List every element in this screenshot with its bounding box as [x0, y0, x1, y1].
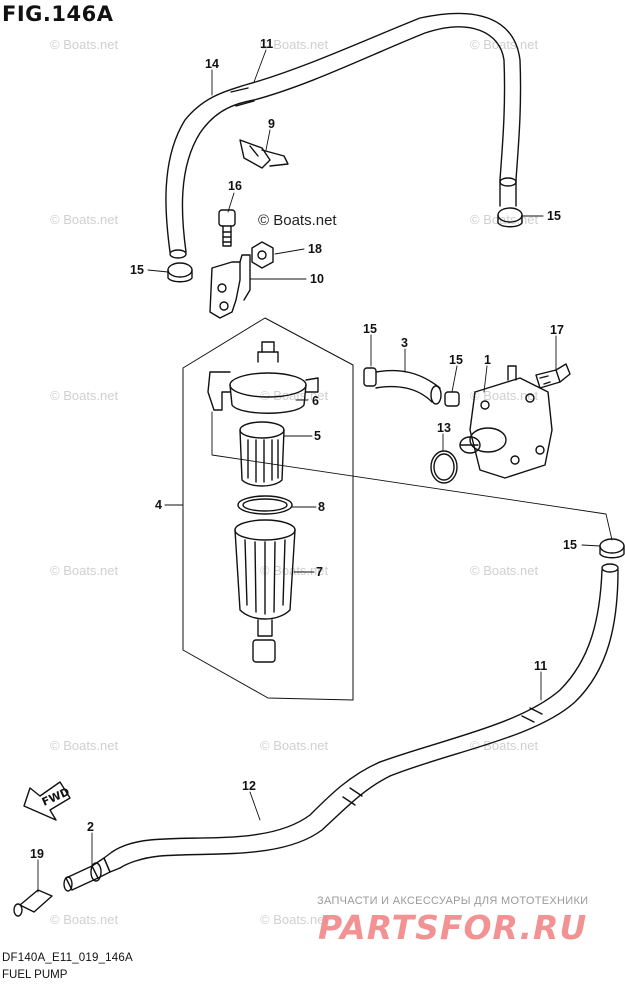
callout-6: 6	[312, 394, 319, 408]
callout-4: 4	[155, 498, 162, 512]
o-ring-13[interactable]	[430, 450, 458, 484]
callout-18: 18	[308, 242, 322, 256]
lower-fuel-hose-11[interactable]	[379, 563, 619, 777]
callout-leaders	[37, 49, 601, 893]
o-ring-8[interactable]	[237, 495, 293, 515]
hose-clip-9[interactable]	[239, 139, 289, 169]
callout-15: 15	[449, 353, 463, 367]
callout-17: 17	[550, 323, 564, 337]
callout-8: 8	[318, 500, 325, 514]
filter-element-5[interactable]	[239, 421, 285, 487]
watermark: © Boats.net	[50, 37, 119, 52]
hose-clamp-15[interactable]	[363, 367, 377, 387]
nut-18[interactable]	[251, 241, 274, 269]
callout-9: 9	[268, 117, 275, 131]
connector-2[interactable]	[63, 857, 111, 892]
watermark: © Boats.net	[260, 912, 329, 927]
connector-19[interactable]	[13, 889, 53, 917]
watermark: © Boats.net	[50, 563, 119, 578]
callout-1: 1	[484, 353, 491, 367]
hose-3[interactable]	[375, 369, 442, 405]
watermark: © Boats.net	[470, 37, 539, 52]
copyright-note: © Boats.net	[258, 212, 337, 229]
filter-head-6[interactable]	[207, 341, 319, 414]
hose-clamp-15[interactable]	[599, 538, 625, 559]
callout-19: 19	[30, 847, 44, 861]
fwd-arrow-icon	[23, 781, 71, 821]
callout-15: 15	[547, 209, 561, 223]
watermark: © Boats.net	[50, 212, 119, 227]
callout-10: 10	[310, 272, 324, 286]
bolt-17[interactable]	[535, 363, 571, 389]
callout-7: 7	[316, 565, 323, 579]
watermark: © Boats.net	[470, 563, 539, 578]
hose-clamp-15[interactable]	[167, 262, 193, 283]
watermark: © Boats.net	[50, 738, 119, 753]
bolt-16[interactable]	[218, 209, 236, 247]
callout-15: 15	[563, 538, 577, 552]
bracket-10[interactable]	[209, 254, 251, 319]
watermark: © Boats.net	[50, 912, 119, 927]
upper-fuel-hose[interactable]	[165, 12, 522, 259]
diagram-code: DF140A_E11_019_146A	[2, 952, 133, 964]
fuel-hose-12[interactable]	[103, 761, 391, 873]
callout-16: 16	[228, 179, 242, 193]
hose-clamp-15[interactable]	[444, 391, 460, 407]
callout-2: 2	[87, 820, 94, 834]
callout-14: 14	[205, 57, 219, 71]
hose-clamp-15[interactable]	[497, 207, 523, 228]
watermark: © Boats.net	[260, 563, 329, 578]
callout-13: 13	[437, 421, 451, 435]
callout-15: 15	[363, 322, 377, 336]
promo-tagline: ЗАПЧАСТИ И АКСЕССУАРЫ ДЛЯ МОТОТЕХНИКИ	[317, 895, 589, 907]
callout-5: 5	[314, 429, 321, 443]
callout-12: 12	[242, 779, 256, 793]
diagram-name: FUEL PUMP	[2, 969, 68, 981]
callout-15: 15	[130, 263, 144, 277]
figure-title: FIG.146A	[2, 2, 114, 26]
connection-leader	[211, 411, 613, 541]
filter-bowl-7[interactable]	[234, 519, 296, 663]
callout-3: 3	[401, 336, 408, 350]
callout-11: 11	[534, 659, 547, 673]
fuel-pump-1[interactable]	[459, 365, 553, 479]
filter-assembly-box	[182, 317, 354, 701]
watermark: © Boats.net	[50, 388, 119, 403]
watermark: © Boats.net	[260, 37, 329, 52]
watermark: © Boats.net	[260, 738, 329, 753]
watermark: © Boats.net	[470, 388, 539, 403]
callout-11: 11	[260, 37, 273, 51]
watermark: © Boats.net	[470, 738, 539, 753]
promo-brand-logo: PARTSFOR.RU	[318, 908, 588, 947]
